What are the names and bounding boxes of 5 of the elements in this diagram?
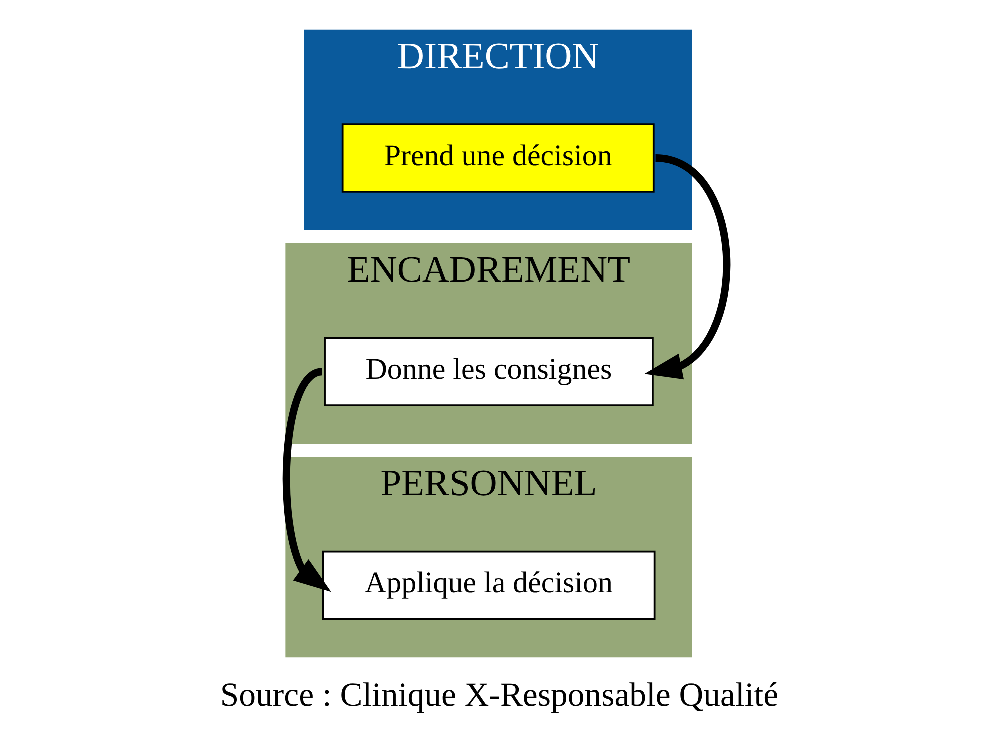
node-box: Prend une décision	[341, 124, 654, 193]
caption: Source : Clinique X-Responsable Qualité	[220, 677, 778, 714]
arrow	[644, 154, 730, 380]
node-box: Donne les consignes	[324, 337, 654, 407]
node-box: Applique la décision	[322, 550, 656, 620]
